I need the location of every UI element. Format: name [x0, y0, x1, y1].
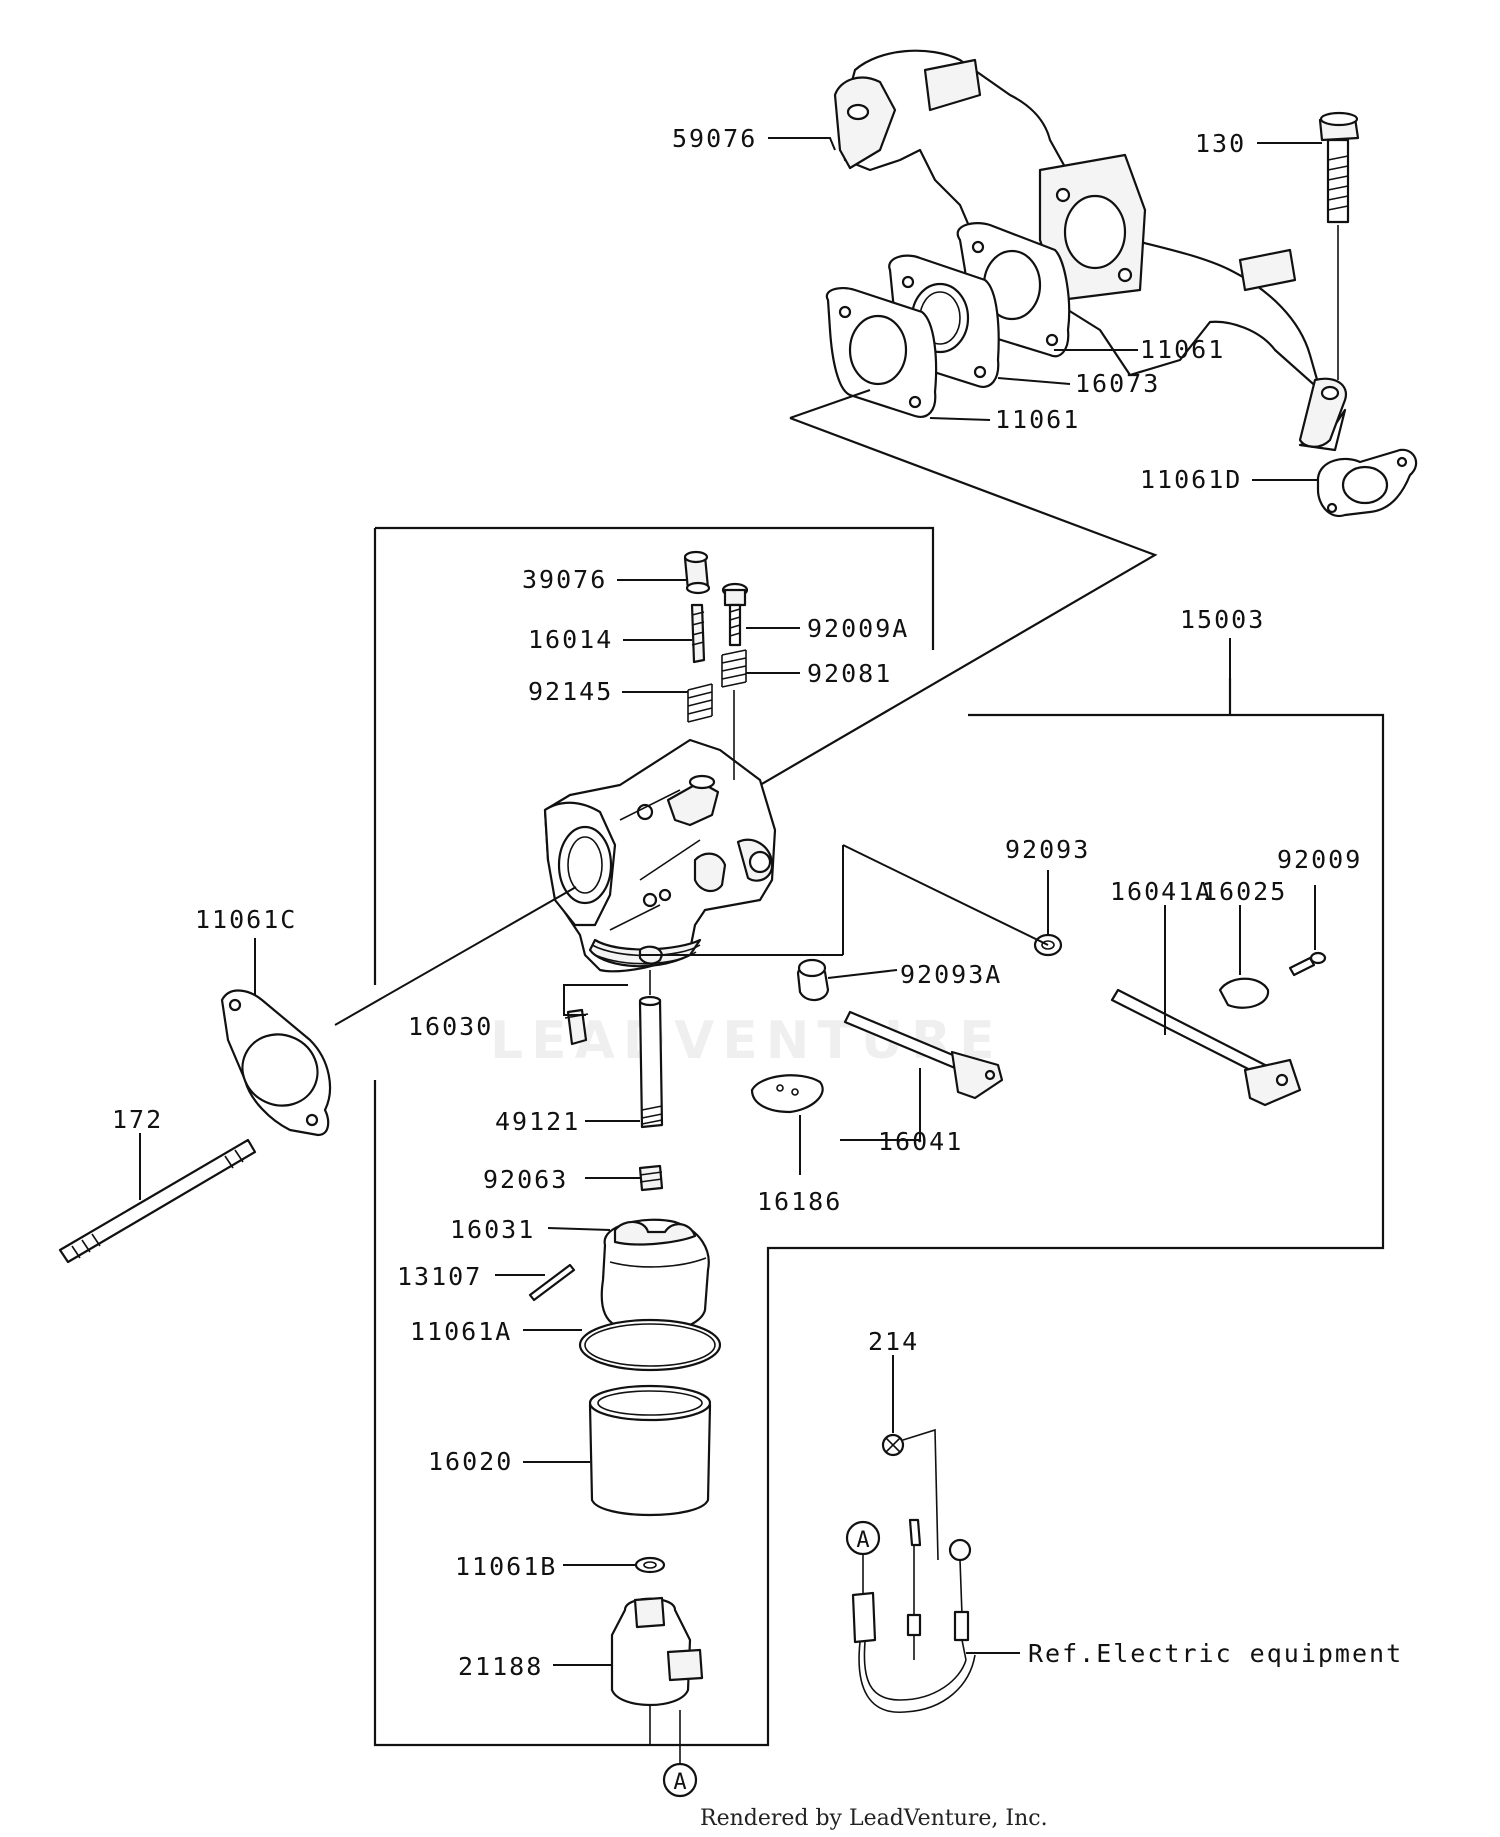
carburetor-group-frame — [373, 416, 1385, 1747]
oring-11061A — [578, 1318, 722, 1372]
throttle-valve-16186 — [750, 1074, 824, 1114]
collar-92093A — [796, 958, 830, 1002]
spring-92081 — [721, 649, 747, 780]
callout-marker-wire: A — [845, 1520, 881, 1593]
gasket-11061C — [220, 989, 332, 1137]
label-11061-mid: 11061 — [995, 405, 1080, 434]
plug-92063 — [638, 1164, 664, 1192]
gasket-11061-mid — [825, 286, 938, 418]
leader-lines-main — [139, 579, 1316, 1666]
cap-39076 — [683, 550, 711, 595]
label-172: 172 — [112, 1105, 163, 1134]
label-11061B: 11061B — [455, 1552, 557, 1581]
label-39076: 39076 — [522, 565, 607, 594]
label-92093: 92093 — [1005, 835, 1090, 864]
stud-172 — [58, 1138, 257, 1264]
label-11061D: 11061D — [1140, 465, 1242, 494]
screw-92009A — [721, 582, 749, 647]
label-16041: 16041 — [878, 1127, 963, 1156]
choke-valve-16025 — [1218, 977, 1270, 1009]
label-92145: 92145 — [528, 677, 613, 706]
float-16031 — [600, 1218, 710, 1334]
label-15003: 15003 — [1180, 605, 1265, 634]
label-16030: 16030 — [408, 1012, 493, 1041]
label-11061C: 11061C — [195, 905, 297, 934]
credit-text: Rendered by LeadVenture, Inc. — [700, 1806, 1048, 1831]
gasket-11061D — [1316, 448, 1418, 518]
label-49121: 49121 — [495, 1107, 580, 1136]
label-16020: 16020 — [428, 1447, 513, 1476]
pilot-screw-16014 — [690, 603, 706, 664]
part-labels: 59076 130 11061 16073 11061 11061D 39076… — [112, 124, 1403, 1681]
float-bowl-16020 — [588, 1384, 712, 1517]
watermark: LEADVENTURE — [490, 1011, 1003, 1071]
callout-marker-bottom: A — [662, 1710, 698, 1798]
wire-harness — [851, 1428, 976, 1713]
pin-13107 — [528, 1263, 576, 1302]
label-21188: 21188 — [458, 1652, 543, 1681]
label-16041A: 16041A — [1110, 877, 1212, 906]
leader-lines-top — [768, 137, 1322, 481]
solenoid-21188 — [610, 1596, 704, 1745]
label-214: 214 — [868, 1327, 919, 1356]
spring-92145 — [687, 683, 713, 723]
label-59076: 59076 — [672, 124, 757, 153]
bolt-130 — [1318, 111, 1360, 380]
label-92009: 92009 — [1277, 845, 1362, 874]
label-ref-electric: Ref.Electric equipment — [1028, 1639, 1403, 1668]
label-16031: 16031 — [450, 1215, 535, 1244]
label-16014: 16014 — [528, 625, 613, 654]
intake-manifold — [833, 49, 1348, 452]
label-16186: 16186 — [757, 1187, 842, 1216]
screw-92009 — [1288, 951, 1327, 977]
svg-text:A: A — [673, 1770, 686, 1795]
choke-shaft-16041A — [1110, 988, 1302, 1107]
label-92009A: 92009A — [807, 614, 909, 643]
label-92081: 92081 — [807, 659, 892, 688]
main-jet-holder-49121 — [638, 970, 664, 1129]
label-16073: 16073 — [1075, 369, 1160, 398]
svg-text:A: A — [856, 1528, 869, 1553]
label-130: 130 — [1195, 129, 1246, 158]
label-92093A: 92093A — [900, 960, 1002, 989]
label-11061-top: 11061 — [1140, 335, 1225, 364]
carburetor-body — [543, 738, 777, 973]
label-11061A: 11061A — [410, 1317, 512, 1346]
label-13107: 13107 — [397, 1262, 482, 1291]
label-92063: 92063 — [483, 1165, 568, 1194]
throttle-shaft-16041 — [843, 1010, 1004, 1100]
washer-11061B — [634, 1556, 666, 1574]
label-16025: 16025 — [1202, 877, 1287, 906]
